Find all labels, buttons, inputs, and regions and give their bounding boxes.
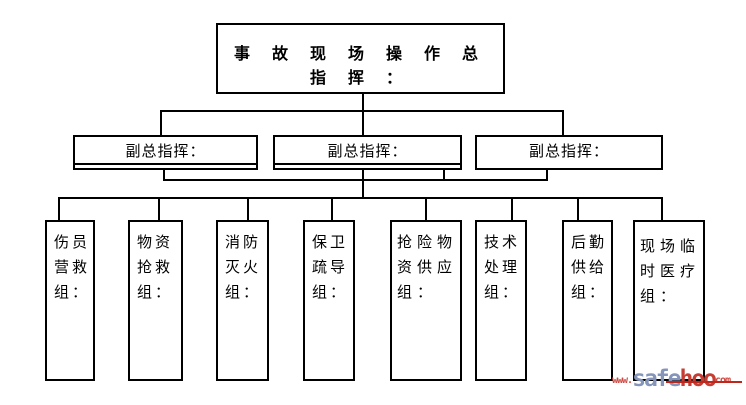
- group-box-injured-rescue: 伤员 营救 组：: [45, 220, 95, 381]
- group-label-line: 技术: [484, 235, 521, 251]
- group-label-line: 物资: [137, 235, 174, 251]
- group-label-line: 组：: [54, 285, 91, 301]
- group-label-line: 灭火: [225, 260, 262, 276]
- deputy-commander-box-3: 副总指挥：: [475, 135, 663, 170]
- watermark-safehoo: www. safe hoo com: [612, 366, 731, 392]
- deputy-box-inner-line: [275, 163, 460, 165]
- connector-deputy3-drop: [562, 110, 564, 135]
- group-label-line: 时医疗: [640, 264, 701, 280]
- group-label-line: 组：: [640, 289, 681, 305]
- group-label-line: 组：: [312, 285, 349, 301]
- watermark-strike-line: [666, 381, 742, 383]
- connector-deputy2-down-extra: [443, 170, 445, 179]
- connector-group4-drop: [331, 197, 333, 220]
- group-box-emergency-supply: 抢险物 资供应 组：: [390, 220, 462, 381]
- connector-group7-drop: [577, 197, 579, 220]
- watermark-com: com: [715, 376, 731, 388]
- group-label-line: 营救: [54, 260, 91, 276]
- group-box-material-rescue: 物资 抢救 组：: [128, 220, 183, 381]
- group-label-line: 供给: [571, 260, 608, 276]
- group-label-line: 组：: [137, 285, 174, 301]
- connector-group6-drop: [511, 197, 513, 220]
- group-box-security-guidance: 保卫 疏导 组：: [303, 220, 355, 381]
- group-label-line: 消防: [225, 235, 262, 251]
- group-label-line: 组：: [225, 285, 262, 301]
- connector-group5-drop: [425, 197, 427, 220]
- group-label-line: 抢险物: [397, 235, 458, 251]
- connector-group2-drop: [158, 197, 160, 220]
- group-label-line: 保卫: [312, 235, 349, 251]
- deputy-commander-label-3: 副总指挥：: [528, 144, 609, 160]
- group-label-line: 组：: [484, 285, 521, 301]
- deputy-commander-label-1: 副总指挥：: [125, 144, 206, 160]
- deputy-box-inner-line: [75, 163, 256, 165]
- group-label-line: 处理: [484, 260, 521, 276]
- connector-group-bus: [58, 197, 663, 199]
- group-box-logistics-supply: 后勤 供给 组：: [562, 220, 613, 381]
- group-label-line: 组：: [571, 285, 608, 301]
- connector-mid-bus: [163, 179, 548, 181]
- group-label-line: 现场临: [640, 239, 701, 255]
- connector-deputy3-down: [546, 170, 548, 179]
- connector-group3-drop: [247, 197, 249, 220]
- connector-center-drop: [362, 179, 364, 197]
- group-label-line: 后勤: [571, 235, 608, 251]
- group-box-fire-fighting: 消防 灭火 组：: [216, 220, 269, 381]
- connector-deputy2-down: [362, 170, 364, 179]
- group-label-line: 资供应: [397, 260, 458, 276]
- connector-top-drop: [362, 94, 364, 110]
- group-label-line: 伤员: [54, 235, 91, 251]
- top-commander-label: 事 故 现 场 操 作 总 指 挥 ：: [233, 46, 487, 87]
- group-label-line: 组：: [397, 285, 438, 301]
- group-box-onsite-medical: 现场临 时医疗 组：: [633, 220, 705, 381]
- group-label-line: 抢救: [137, 260, 174, 276]
- connector-deputy2-drop: [362, 110, 364, 135]
- group-box-technical-handling: 技术 处理 组：: [475, 220, 527, 381]
- connector-deputy1-drop: [160, 110, 162, 135]
- top-commander-box: 事 故 现 场 操 作 总 指 挥 ：: [216, 23, 505, 94]
- watermark-www: www.: [612, 375, 633, 387]
- deputy-commander-box-1: 副总指挥：: [73, 135, 258, 170]
- group-label-line: 疏导: [312, 260, 349, 276]
- connector-group1-drop: [58, 197, 60, 220]
- deputy-commander-label-2: 副总指挥：: [327, 144, 408, 160]
- deputy-commander-box-2: 副总指挥：: [273, 135, 462, 170]
- watermark-safe: safe: [632, 366, 681, 392]
- connector-deputy1-down: [163, 170, 165, 179]
- connector-group8-drop: [661, 197, 663, 220]
- watermark-hoo: hoo: [679, 366, 717, 392]
